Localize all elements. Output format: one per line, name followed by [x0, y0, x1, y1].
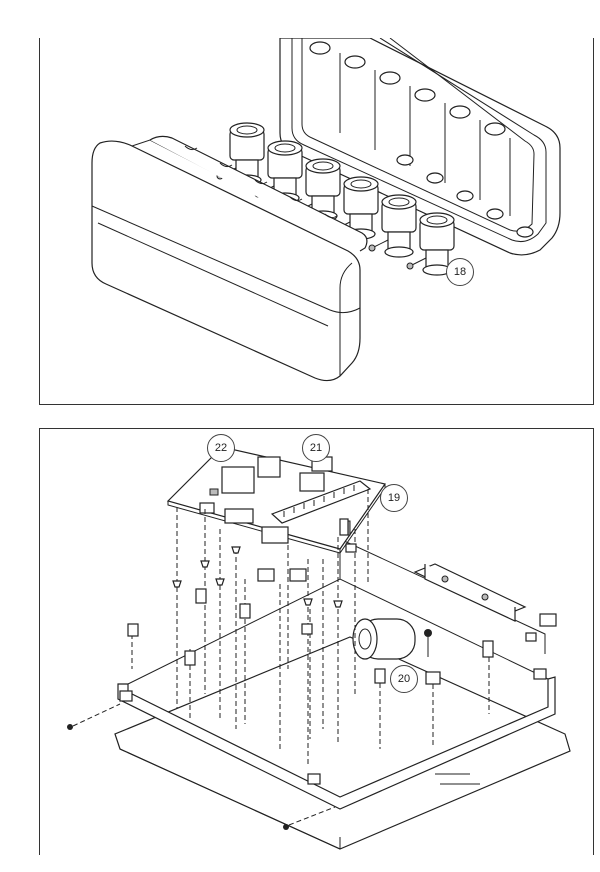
valve-5: [368, 194, 417, 258]
circuit-board: [166, 446, 386, 554]
tray: [67, 538, 556, 830]
base-plate: [114, 636, 571, 850]
bottom-diagram-panel: 22 21 19 20: [39, 428, 594, 855]
fasteners: [127, 518, 357, 666]
front-cover: [91, 135, 368, 382]
valve-assembly-drawing: [91, 38, 561, 382]
rear-housing: [279, 38, 561, 256]
capacitor: [352, 618, 494, 749]
callout-22: 22: [207, 434, 235, 462]
callout-18: 18: [446, 258, 474, 286]
callout-19: 19: [380, 484, 408, 512]
valve-6: [406, 212, 455, 276]
callout-20: 20: [390, 665, 418, 693]
callout-21: 21: [302, 434, 330, 462]
valve-row: [216, 122, 455, 276]
base-assembly-drawing: [67, 446, 571, 850]
top-diagram-panel: 18: [39, 38, 594, 405]
rail-bracket: [413, 563, 557, 642]
